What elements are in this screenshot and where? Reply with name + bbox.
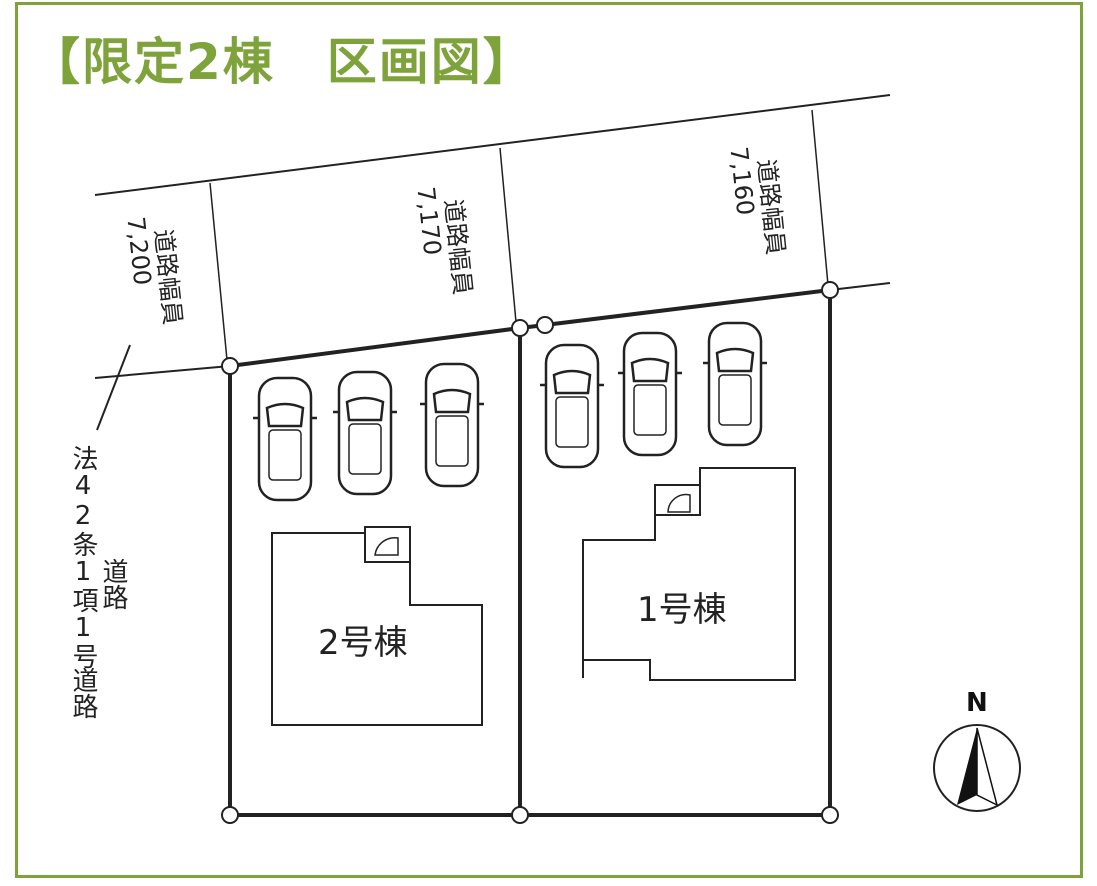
parked-car-icon: [540, 343, 604, 469]
north-arrow-icon: [933, 724, 1021, 812]
road-type-suffix: 道路: [68, 667, 98, 719]
entrance-2: [364, 526, 411, 563]
dim-line-2: [499, 147, 517, 323]
road-type-label: 法42条1項1号: [68, 445, 98, 669]
boundary-markers: [221, 281, 839, 824]
parked-car-icon: [333, 370, 397, 496]
entrance-1: [654, 484, 701, 516]
dim-line-1: [209, 182, 228, 361]
parked-car-icon: [253, 376, 317, 502]
dim-line-3: [811, 109, 829, 286]
frame-border: [15, 2, 1083, 878]
building-1-outline: [582, 467, 796, 681]
parked-car-icon: [618, 331, 682, 457]
parked-car-icon: [420, 362, 484, 488]
road-edge-top: [94, 94, 891, 196]
road-type-suffix-side: 道路: [98, 558, 128, 610]
page-title: 【限定2棟 区画図】: [30, 33, 535, 91]
road-leader: [96, 344, 131, 431]
parked-car-icon: [703, 321, 767, 447]
building-1-label: 1号棟: [637, 590, 727, 630]
building-2-label: 2号棟: [318, 623, 408, 663]
north-label: N: [966, 688, 988, 718]
